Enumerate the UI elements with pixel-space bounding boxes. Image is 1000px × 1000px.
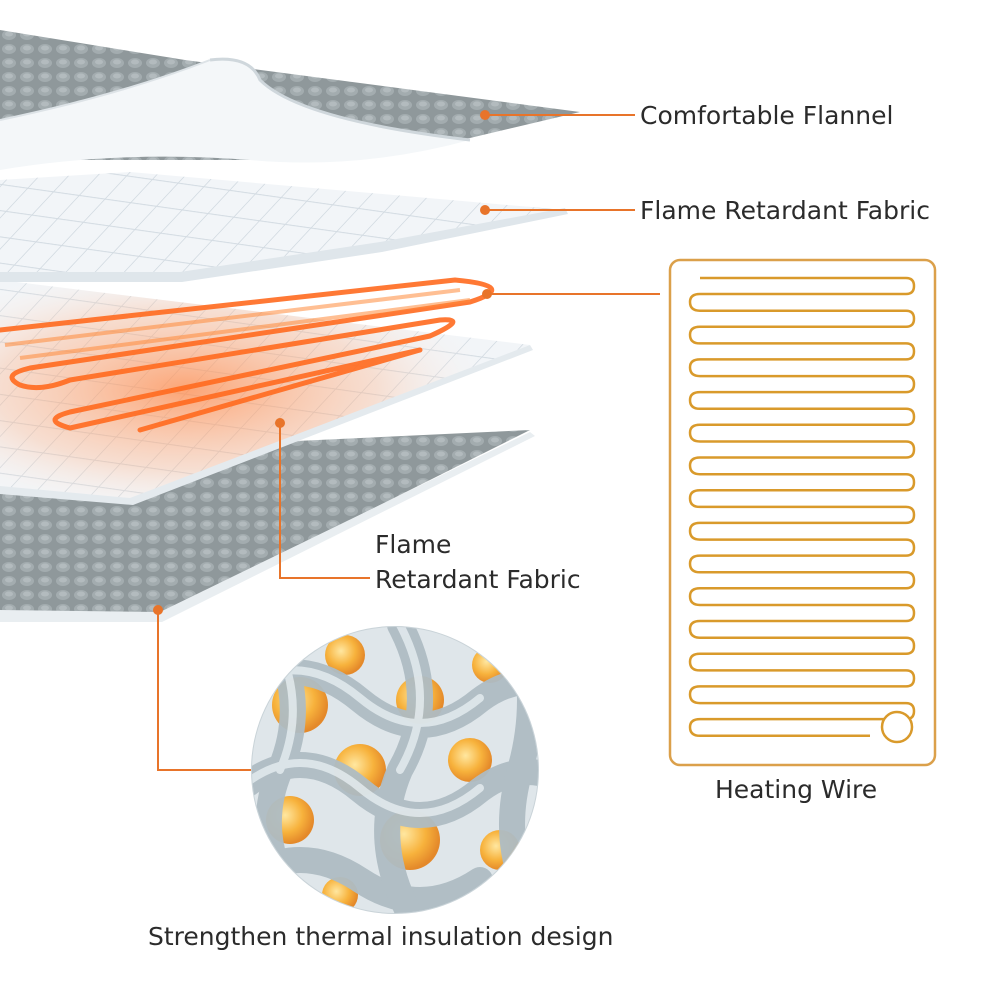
flame-retardant-top-layer (0, 172, 568, 282)
top-flannel-layer (0, 30, 580, 170)
flame-retardant-fabric-top-label: Flame Retardant Fabric (640, 196, 930, 225)
thermal-mesh-closeup-icon (251, 626, 539, 914)
flame-retardant-fabric-lower-label: Flame Retardant Fabric (375, 527, 581, 597)
thermal-insulation-label: Strengthen thermal insulation design (148, 922, 614, 951)
leader-lines (157, 114, 660, 771)
heating-layer (0, 277, 533, 505)
flame-retardant-line1: Flame (375, 530, 452, 559)
heating-wire-label: Heating Wire (715, 775, 878, 804)
comfortable-flannel-label: Comfortable Flannel (640, 101, 894, 130)
serpentine-heating-wire-icon (668, 258, 937, 767)
leader-dots (153, 110, 492, 615)
flame-retardant-line2: Retardant Fabric (375, 565, 581, 594)
